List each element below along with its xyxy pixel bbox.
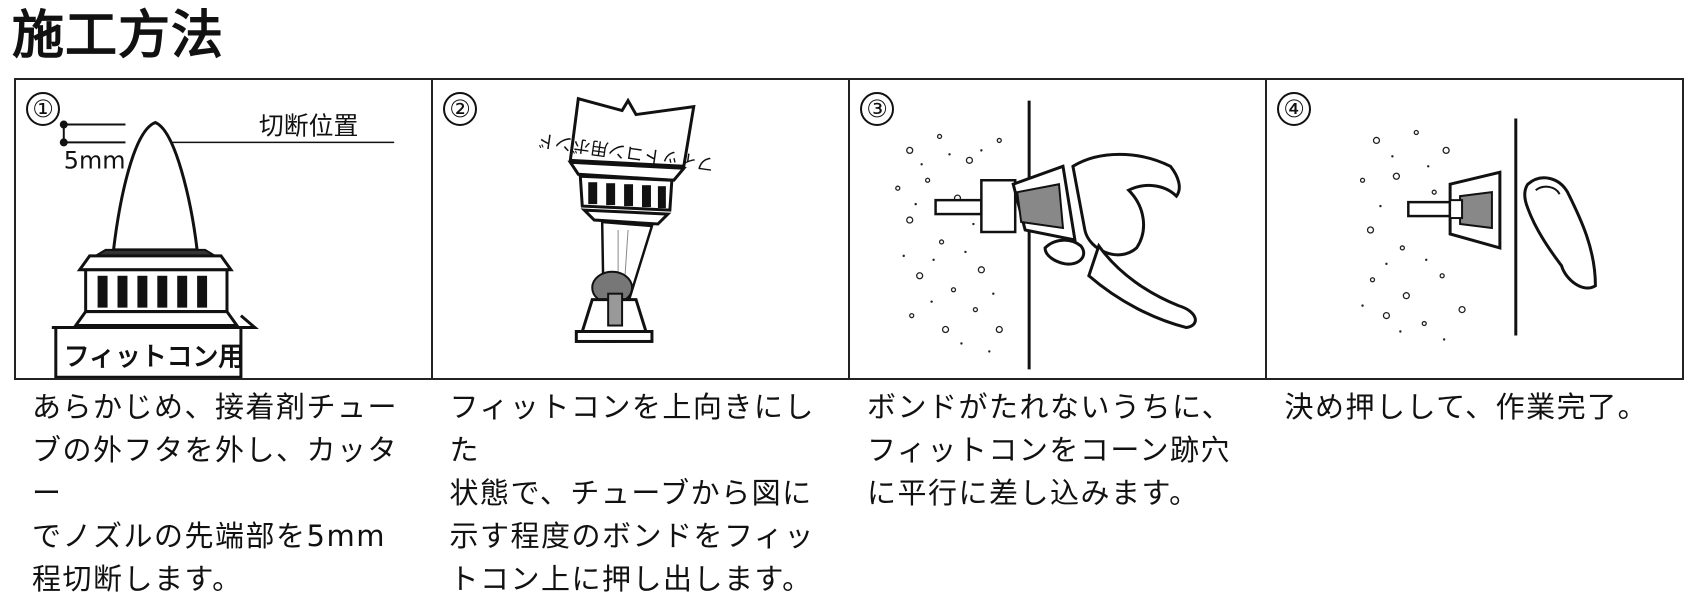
thumb bbox=[1087, 242, 1197, 330]
procedure-panels: ① 切断位置 5mm bbox=[14, 78, 1684, 380]
step-panel-3: ③ bbox=[850, 80, 1267, 378]
page-title: 施工方法 bbox=[12, 6, 225, 66]
insert-fitcon-diagram bbox=[895, 100, 1197, 370]
nozzle-cone bbox=[111, 120, 199, 252]
step-number-2: ② bbox=[443, 92, 477, 126]
fingertip bbox=[1043, 238, 1086, 266]
step-description-4: 決め押しして、作業完了。 bbox=[1284, 390, 1649, 424]
concrete-texture bbox=[1359, 129, 1466, 327]
separator-rod bbox=[1407, 200, 1452, 218]
measure-label: 5mm bbox=[64, 146, 126, 174]
step-panel-1: ① 切断位置 5mm bbox=[16, 80, 433, 378]
nozzle-cut-diagram: 切断位置 5mm フィットコン用 bbox=[51, 111, 395, 378]
separator-rod bbox=[934, 198, 983, 216]
step-description-3: ボンドがたれないうちに、 フィットコンをコーン跡穴 に平行に差し込みます。 bbox=[867, 390, 1233, 510]
tube-body bbox=[54, 326, 243, 378]
cut-position-label: 切断位置 bbox=[259, 111, 359, 140]
hand bbox=[1071, 152, 1181, 257]
step-number-1: ① bbox=[26, 92, 60, 126]
step-number-4: ④ bbox=[1277, 92, 1311, 126]
concrete-texture bbox=[895, 133, 1010, 334]
press-fitcon-diagram bbox=[1359, 118, 1597, 341]
step-number-3: ③ bbox=[860, 92, 894, 126]
inverted-tube-body bbox=[568, 96, 696, 168]
pressing-finger bbox=[1523, 176, 1597, 290]
procedure-descriptions: あらかじめ、接着剤チュー ブの外フタを外し、カッター でノズルの先端部を5mm … bbox=[14, 386, 1684, 601]
step-description-2: フィットコンを上向きにした 状態で、チューブから図に 示す程度のボンドをフィッ … bbox=[449, 390, 815, 596]
apply-bond-diagram: フィットコン用ボンド bbox=[536, 96, 716, 343]
step-panel-4: ④ bbox=[1267, 80, 1682, 378]
step-description-1: あらかじめ、接着剤チュー ブの外フタを外し、カッター でノズルの先端部を5mm … bbox=[32, 390, 399, 596]
measure-dot-top bbox=[59, 120, 68, 129]
tube-shoulder bbox=[72, 310, 240, 328]
tube-label: フィットコン用 bbox=[64, 342, 245, 372]
cap-top bbox=[76, 254, 234, 272]
step-panel-2: ② フィットコン用ボンド bbox=[433, 80, 850, 378]
